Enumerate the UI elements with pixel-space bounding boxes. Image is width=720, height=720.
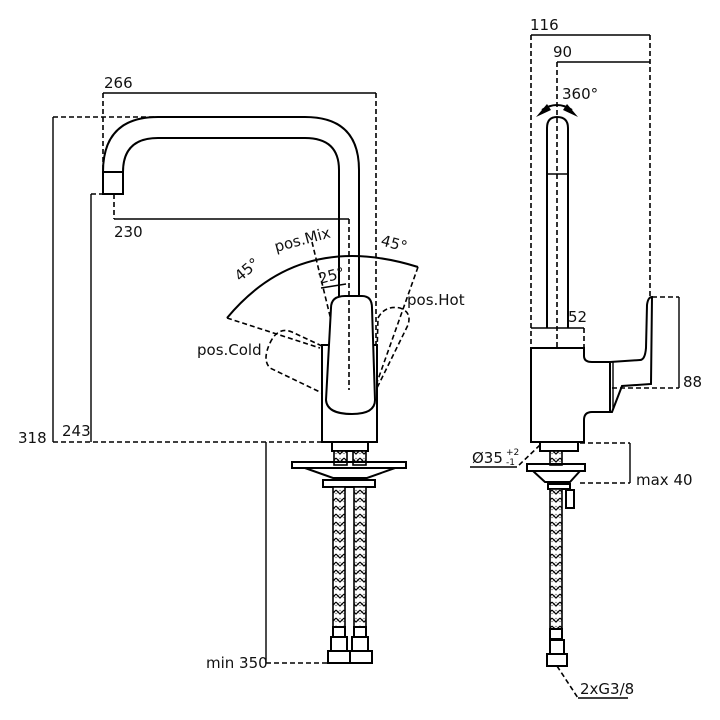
dimension-max-40: max 40 (580, 442, 693, 489)
dimension-connection: 2xG3/8 (556, 665, 634, 699)
dim-52-label: 52 (568, 308, 587, 326)
lever-cold-position (265, 329, 323, 395)
lever-hot-position (375, 306, 410, 391)
rotation-label: 360° (562, 85, 598, 103)
dimension-spout-axis-90: 90 (553, 43, 650, 390)
dimension-spout-reach-230: 230 (113, 194, 350, 390)
spout (102, 116, 360, 300)
dim-243-label: 243 (62, 422, 91, 440)
dim-min350-label: min 350 (206, 654, 268, 672)
angle-cold-label: 45° (231, 254, 263, 285)
angle-hot-label: 45° (379, 231, 409, 255)
mounting-assembly-side (526, 441, 586, 667)
connection-label: 2xG3/8 (580, 680, 634, 698)
lever-handle-side (609, 295, 654, 413)
pos-cold-label: pos.Cold (197, 341, 262, 359)
dimension-hose-min-350: min 350 (206, 442, 328, 672)
side-view: 116 90 360° 52 (470, 16, 702, 699)
dim-116-label: 116 (530, 16, 559, 34)
dim-318-label: 318 (18, 429, 47, 447)
dim-90-label: 90 (553, 43, 572, 61)
rotation-arrow-right-icon (563, 104, 578, 117)
spout-side (546, 115, 569, 328)
dim-max40-label: max 40 (636, 471, 693, 489)
dimension-handle-88: 88 (612, 296, 702, 391)
dim-tolerance-plus: +2 (506, 448, 519, 458)
rotation-arrow-left-icon (536, 104, 551, 117)
mounting-assembly-front (291, 441, 407, 664)
dimension-height-318: 318 (18, 116, 322, 447)
dim-266-label: 266 (104, 74, 133, 92)
faucet-body-side (530, 347, 611, 443)
rotation-indicator: 360° (536, 85, 598, 117)
dimension-body-52: 52 (531, 308, 587, 348)
dimension-height-243: 243 (62, 193, 103, 442)
dimension-hole-diameter: Ø35 +2 -1 (470, 444, 541, 468)
lever-handle (324, 295, 377, 416)
front-view: 266 318 243 230 (18, 74, 465, 672)
dim-230-label: 230 (114, 223, 143, 241)
pos-hot-label: pos.Hot (407, 291, 465, 309)
dim-88-label: 88 (683, 373, 702, 391)
dim-diameter-label: Ø35 (472, 449, 503, 467)
dim-tolerance-minus: -1 (506, 458, 515, 468)
pos-mix-label: pos.Mix (272, 224, 332, 256)
